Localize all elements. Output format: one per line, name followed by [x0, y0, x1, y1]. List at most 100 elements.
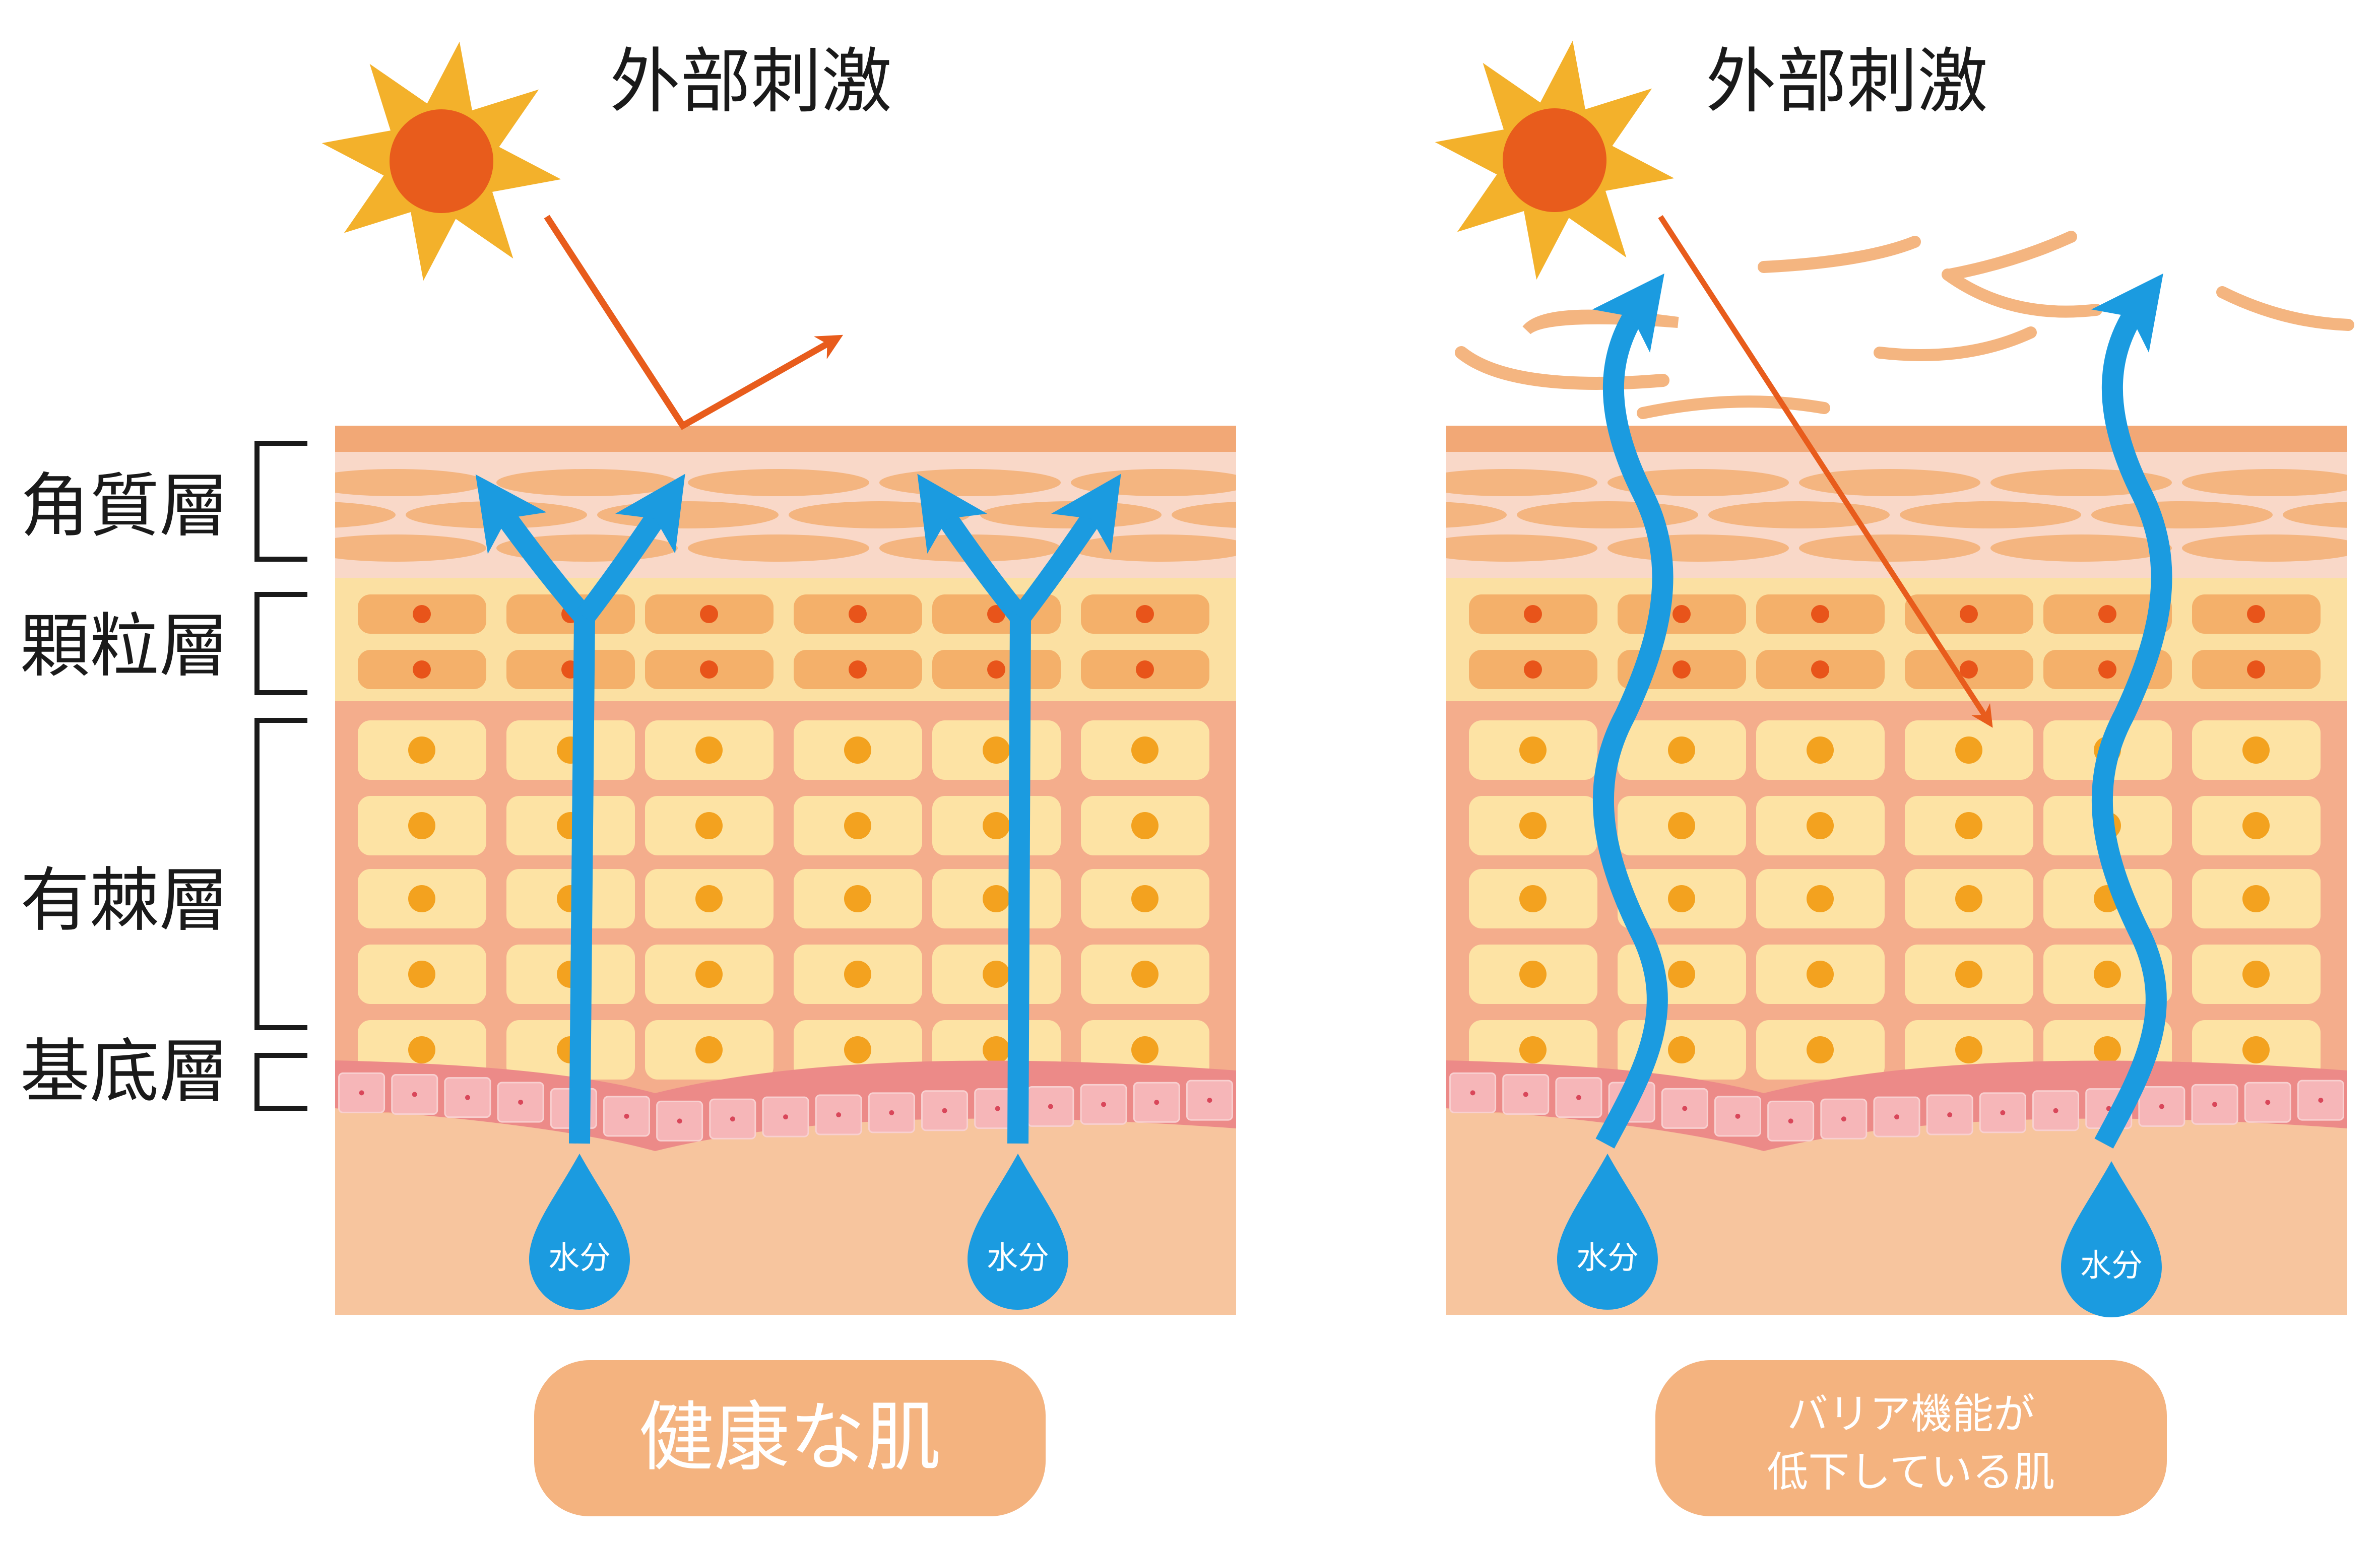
skin-surface [335, 426, 1236, 452]
basal-nucleus [1207, 1098, 1212, 1103]
label-stratum-spinosum: 有棘層 [20, 860, 229, 941]
skin-cross-section [1446, 426, 2347, 1315]
basal-nucleus [359, 1090, 364, 1096]
corneum-cell [1446, 534, 1597, 562]
granular-nucleus [1524, 660, 1542, 679]
granular-nucleus [700, 660, 718, 679]
granular-nucleus [1960, 660, 1978, 679]
water-drop-icon: 水分 [968, 1154, 1068, 1310]
spinous-nucleus [983, 736, 1010, 764]
water-drop-icon: 水分 [529, 1154, 630, 1310]
spinous-nucleus [2094, 961, 2121, 988]
corneum-cell [1446, 469, 1597, 496]
corneum-cell [1799, 534, 1980, 562]
basal-nucleus [1947, 1112, 1953, 1118]
basal-nucleus [2318, 1098, 2324, 1103]
spinous-nucleus [408, 885, 435, 912]
corneum-cell [496, 469, 678, 496]
flake [1637, 395, 1830, 419]
corneum-cell [1446, 502, 1507, 528]
spinous-nucleus [1668, 961, 1695, 988]
spinous-nucleus [844, 961, 871, 988]
basal-nucleus [1101, 1102, 1107, 1107]
basal-nucleus [889, 1110, 894, 1115]
basal-nucleus [836, 1112, 842, 1118]
corneum-cells [1446, 469, 2347, 562]
skin-surface [1446, 426, 2347, 452]
basal-nucleus [1841, 1116, 1846, 1122]
water-drop-icon: 水分 [2061, 1161, 2162, 1317]
stimulus-arrow-penetrating [1658, 215, 1993, 728]
external-stimulus-label: 外部刺激 [1706, 41, 1988, 123]
spinous-nucleus [1131, 885, 1159, 912]
spinous-nucleus [983, 812, 1010, 839]
spinous-nucleus [983, 961, 1010, 988]
basal-nucleus [1894, 1114, 1899, 1120]
sun-icon [1435, 40, 1675, 280]
caption-line: バリア機能が [1787, 1390, 2035, 1438]
granular-nucleus [1960, 605, 1978, 623]
flake [1944, 231, 2077, 281]
bracket-granulosum [254, 592, 307, 695]
basal-nucleus [518, 1099, 524, 1105]
water-retention-arrows [475, 474, 1121, 1144]
basal-nucleus [1523, 1092, 1528, 1097]
corneum-cell [1071, 534, 1236, 562]
caption-line: 健康な肌 [638, 1394, 941, 1482]
spinous-nucleus [1131, 961, 1159, 988]
spinous-nucleus [2242, 1036, 2270, 1063]
spinous-nucleus [983, 1036, 1010, 1063]
corneum-cell [1607, 469, 1789, 496]
corneum-cell [688, 469, 869, 496]
spinous-nucleus [1668, 1036, 1695, 1063]
granular-nucleus [413, 660, 431, 679]
corneum-cell [2182, 469, 2347, 496]
granular-nucleus [987, 605, 1005, 623]
corneum-cell [335, 469, 486, 496]
spinous-nucleus [1519, 736, 1547, 764]
corneum-cell [1172, 502, 1236, 528]
flake [1522, 309, 1679, 334]
basal-nucleus [624, 1113, 629, 1119]
corneum-cell [980, 501, 1162, 528]
basal-nucleus [412, 1092, 417, 1097]
basal-nucleus [2000, 1110, 2006, 1115]
water-label: 水分 [548, 1239, 611, 1276]
corneum-cell [1900, 501, 2081, 528]
granular-nucleus [700, 605, 718, 623]
water-arrow [576, 474, 685, 624]
spinous-nucleus [695, 736, 723, 764]
water-arrow [475, 474, 596, 1144]
granular-nucleus [1673, 605, 1691, 623]
basal-nucleus [1154, 1100, 1160, 1105]
granular-nucleus [2247, 660, 2265, 679]
spinous-nucleus [2094, 1036, 2121, 1063]
spinous-nucleus [2242, 812, 2270, 839]
spinous-nucleus [1519, 961, 1547, 988]
corneum-cell [2182, 534, 2347, 562]
sun-icon [321, 41, 561, 281]
spinous-nucleus [408, 1036, 435, 1063]
granular-nucleus [2247, 605, 2265, 623]
spinous-nucleus [1668, 812, 1695, 839]
spinous-nucleus [695, 812, 723, 839]
spinous-nucleus [695, 885, 723, 912]
water-loss-arrows [1592, 273, 2172, 1149]
caption-line: 低下している肌 [1767, 1448, 2055, 1496]
corneum-cell [879, 469, 1061, 496]
granular-nucleus [1136, 660, 1154, 679]
spinous-nucleus [1955, 736, 1982, 764]
spinous-nucleus [408, 812, 435, 839]
granular-nucleus [849, 605, 867, 623]
spinous-nucleus [1519, 1036, 1547, 1063]
skin-cross-section [335, 426, 1236, 1315]
corneum-cell [1799, 469, 1980, 496]
granular-nucleus [1673, 660, 1691, 679]
spinous-nucleus [1519, 885, 1547, 912]
spinous-nucleus [1807, 885, 1834, 912]
basal-nucleus [2212, 1102, 2218, 1107]
corneum-cell [2283, 502, 2347, 528]
spinous-nucleus [1955, 812, 1982, 839]
bracket-basale [254, 1053, 307, 1111]
